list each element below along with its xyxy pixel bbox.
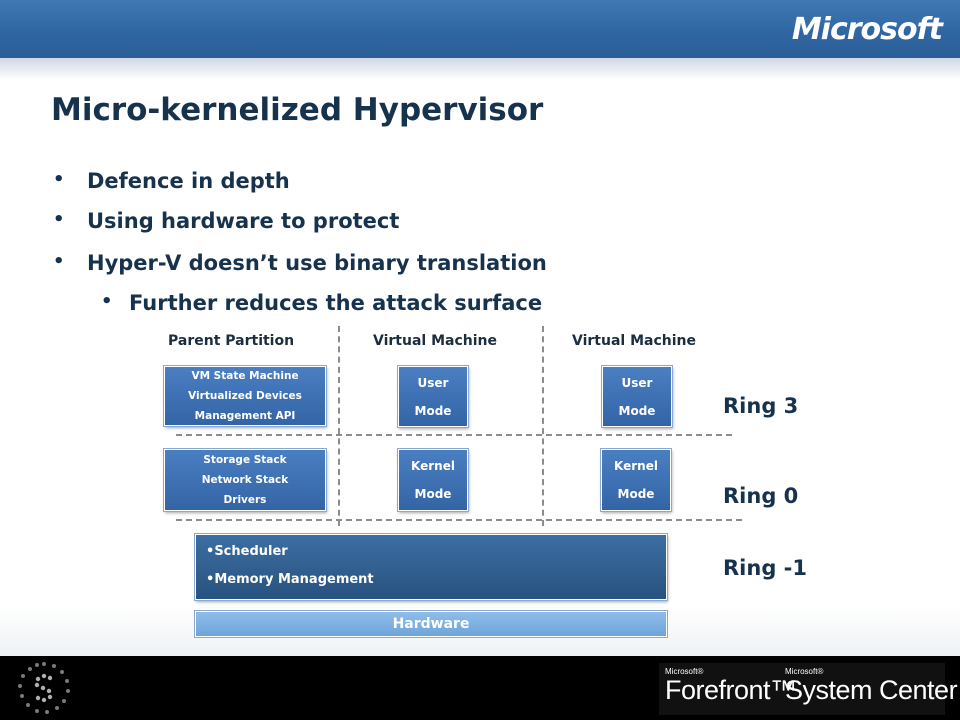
hardware-box: Hardware <box>194 610 668 638</box>
column-label-parent-partition: Parent Partition <box>168 333 295 349</box>
microsoft-logo: Microsoft <box>791 12 943 47</box>
ring-divider-3-0 <box>176 434 732 436</box>
box-line: Kernel <box>614 459 658 473</box>
parent-kernel-mode-box: Storage Stack Network Stack Drivers <box>163 448 327 512</box>
bullet-item: •Hyper-V doesn’t use binary translation <box>53 251 547 275</box>
slide-title: Micro-kernelized Hypervisor <box>51 92 544 128</box>
hypervisor-item: •Memory Management <box>206 572 374 587</box>
header-shadow <box>0 58 960 80</box>
box-line: Management API <box>194 410 296 422</box>
ring-divider-0-minus1 <box>176 519 742 521</box>
system-center-brand: Microsoft® System Center <box>785 667 958 705</box>
server-logo-icon <box>18 662 70 714</box>
ring-minus-1-label: Ring -1 <box>723 556 807 580</box>
vm2-user-mode-box: User Mode <box>601 365 673 428</box>
bullet-item: •Using hardware to protect <box>53 209 400 233</box>
parent-user-mode-box: VM State Machine Virtualized Devices Man… <box>163 365 327 427</box>
header-bar: Microsoft <box>0 0 960 58</box>
box-line: Mode <box>618 403 656 418</box>
hypervisor-box: •Scheduler •Memory Management <box>194 533 668 601</box>
sub-bullet-item: •Further reduces the attack surface <box>101 291 543 315</box>
column-label-virtual-machine-1: Virtual Machine <box>373 333 497 349</box>
forefront-brand: Microsoft® Forefront™ <box>665 667 797 705</box>
brand-panel: Microsoft® Forefront™ Microsoft® System … <box>659 663 958 715</box>
ring-3-label: Ring 3 <box>723 394 799 418</box>
box-line: Storage Stack <box>203 454 287 466</box>
partition-divider-2 <box>542 326 544 526</box>
hypervisor-item: •Scheduler <box>206 544 288 559</box>
box-line: Kernel <box>411 459 455 473</box>
column-label-virtual-machine-2: Virtual Machine <box>572 333 696 349</box>
ring-0-label: Ring 0 <box>723 484 799 508</box>
box-line: User <box>417 375 449 390</box>
vm1-user-mode-box: User Mode <box>397 365 469 428</box>
box-line: Mode <box>414 487 452 501</box>
vm2-kernel-mode-box: Kernel Mode <box>600 448 672 512</box>
box-line: Mode <box>617 487 655 501</box>
box-line: VM State Machine <box>191 370 299 382</box>
bullet-item: •Defence in depth <box>53 169 290 193</box>
vm1-kernel-mode-box: Kernel Mode <box>397 448 469 512</box>
box-line: User <box>621 375 653 390</box>
box-line: Mode <box>414 403 452 418</box>
box-line: Virtualized Devices <box>188 390 302 402</box>
partition-divider-1 <box>338 326 340 526</box>
box-line: Drivers <box>223 494 267 506</box>
box-line: Network Stack <box>201 474 289 486</box>
